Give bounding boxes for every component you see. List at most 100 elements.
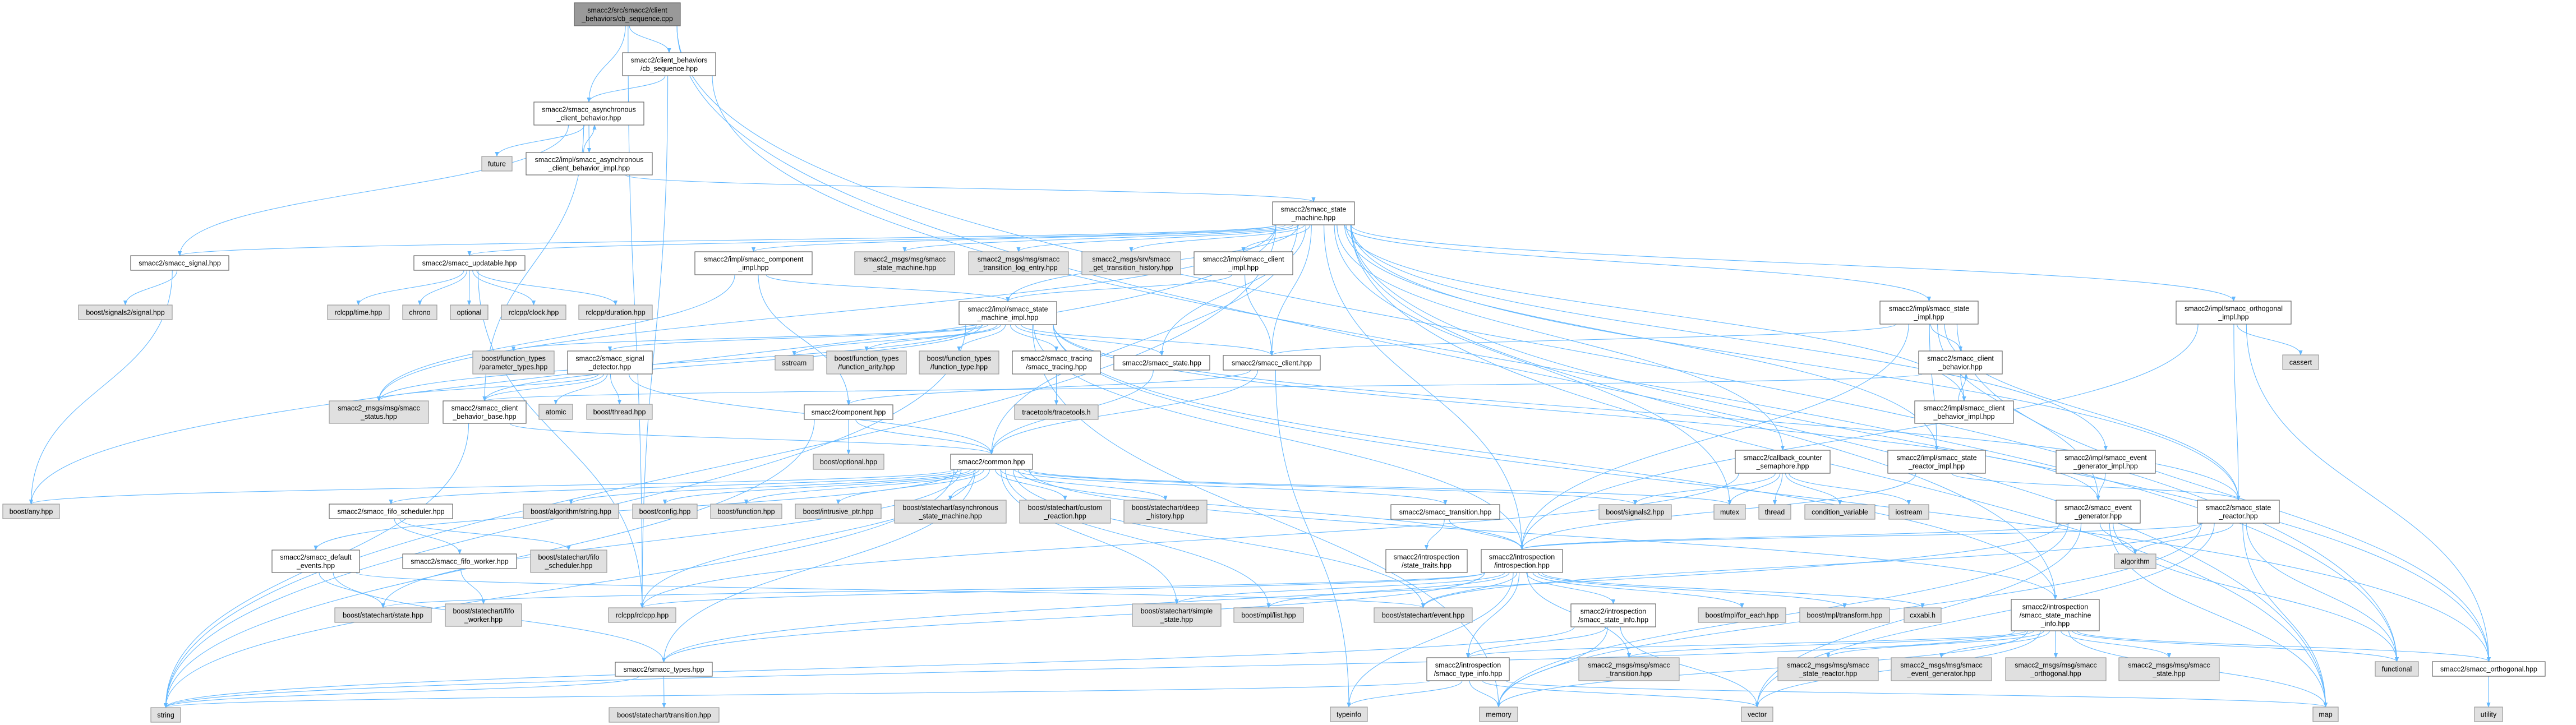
node-cbbase[interactable]: smacc2/smacc_client_behavior_base.hpp (443, 400, 527, 424)
node-smimpl[interactable]: smacc2/impl/smacc_state_machine_impl.hpp (958, 301, 1057, 325)
node-asyncsm[interactable]: boost/statechart/asynchronous_state_mach… (894, 500, 1007, 524)
edge-sminfo-to-msgstate (2061, 630, 2172, 658)
node-stateinfo[interactable]: smacc2/introspection/smacc_state_info.hp… (1570, 603, 1656, 627)
node-customreact[interactable]: boost/statechart/custom_reaction.hpp (1019, 500, 1111, 524)
node-label: _get_transition_history.hpp (1089, 264, 1173, 272)
node-chrono[interactable]: chrono (402, 304, 437, 320)
node-simplestate[interactable]: boost/statechart/simple_state.hpp (1132, 603, 1222, 627)
node-typeinfo[interactable]: typeinfo (1330, 706, 1368, 722)
node-tracing[interactable]: smacc2/smacc_tracing/smacc_tracing.hpp (1012, 350, 1101, 375)
node-msgsreactor[interactable]: smacc2_msgs/msg/smacc_state_reactor.hpp (1777, 657, 1879, 681)
node-evgen[interactable]: smacc2/smacc_event_generator.hpp (2056, 500, 2141, 524)
node-label: boost/optional.hpp (820, 458, 877, 466)
node-scevent[interactable]: boost/statechart/event.hpp (1374, 607, 1473, 623)
node-evgenimpl[interactable]: smacc2/impl/smacc_event_generator_impl.h… (2056, 450, 2156, 474)
node-mutex[interactable]: mutex (1713, 504, 1746, 520)
node-client[interactable]: smacc2/smacc_client.hpp (1223, 355, 1321, 371)
node-clientimpl[interactable]: smacc2/impl/smacc_client_impl.hpp (1193, 251, 1293, 275)
node-cassert[interactable]: cassert (2282, 354, 2319, 370)
node-types[interactable]: smacc2/smacc_types.hpp (615, 662, 713, 677)
node-fifosched[interactable]: smacc2/smacc_fifo_scheduler.hpp (329, 504, 453, 519)
node-cbseq[interactable]: smacc2/client_behaviors/cb_sequence.hpp (622, 52, 716, 76)
node-stateimpl[interactable]: smacc2/impl/smacc_state_impl.hpp (1879, 301, 1979, 325)
node-mpllist[interactable]: boost/mpl/list.hpp (1233, 607, 1304, 623)
node-msgtransition[interactable]: smacc2_msgs/msg/smacc_transition.hpp (1578, 657, 1680, 681)
node-atomic[interactable]: atomic (538, 404, 573, 420)
node-cxxabi[interactable]: cxxabi.h (1904, 607, 1942, 623)
node-state[interactable]: smacc2/smacc_state.hpp (1113, 355, 1210, 371)
node-map[interactable]: map (2312, 706, 2339, 722)
node-label: smacc2/smacc_signal (575, 355, 644, 363)
node-sreactor[interactable]: smacc2/smacc_state_reactor.hpp (2197, 500, 2280, 524)
node-future[interactable]: future (481, 156, 513, 172)
node-intrusive[interactable]: boost/intrusive_ptr.hpp (795, 504, 882, 519)
node-signals2[interactable]: boost/signals2.hpp (1598, 504, 1672, 520)
node-component[interactable]: smacc2/component.hpp (804, 404, 893, 420)
node-deephist[interactable]: boost/statechart/deep_history.hpp (1123, 500, 1208, 524)
node-iostream[interactable]: iostream (1888, 504, 1929, 520)
node-ftype[interactable]: boost/function_types/function_type.hpp (919, 350, 999, 375)
node-async[interactable]: smacc2/smacc_asynchronous_client_behavio… (533, 101, 644, 126)
node-statetraits[interactable]: smacc2/introspection/state_traits.hpp (1385, 549, 1468, 573)
node-sigdetector[interactable]: smacc2/smacc_signal_detector.hpp (567, 350, 653, 375)
node-typeinfohpp[interactable]: smacc2/introspection/smacc_type_info.hpp (1426, 657, 1510, 681)
node-vector[interactable]: vector (1741, 706, 1773, 722)
node-orthogonal[interactable]: smacc2/smacc_orthogonal.hpp (2432, 661, 2546, 677)
node-defevents[interactable]: smacc2/smacc_default_events.hpp (271, 549, 360, 573)
node-rduration[interactable]: rclcpp/duration.hpp (578, 304, 653, 320)
node-farity[interactable]: boost/function_types/function_arity.hpp (826, 350, 907, 375)
node-tracetools[interactable]: tracetools/tracetools.h (1014, 404, 1099, 420)
node-sig2signal[interactable]: boost/signals2/signal.hpp (78, 304, 173, 320)
node-algstring[interactable]: boost/algorithm/string.hpp (523, 504, 619, 519)
node-rclock[interactable]: rclcpp/clock.hpp (501, 304, 566, 320)
node-srimpl[interactable]: smacc2/impl/smacc_state_reactor_impl.hpp (1887, 450, 1986, 474)
node-boptional[interactable]: boost/optional.hpp (813, 454, 884, 470)
node-memory[interactable]: memory (1479, 706, 1518, 722)
node-utility[interactable]: utility (2474, 706, 2503, 722)
node-bthread[interactable]: boost/thread.hpp (586, 404, 653, 420)
node-signal[interactable]: smacc2/smacc_signal.hpp (130, 255, 229, 271)
node-bany[interactable]: boost/any.hpp (2, 504, 60, 519)
node-fifoworker[interactable]: smacc2/smacc_fifo_worker.hpp (402, 553, 517, 569)
node-srvgth[interactable]: smacc2_msgs/srv/smacc_get_transition_his… (1081, 251, 1181, 275)
node-optional[interactable]: optional (450, 304, 489, 320)
node-sstream[interactable]: sstream (775, 355, 814, 371)
node-rtime[interactable]: rclcpp/time.hpp (327, 304, 390, 320)
node-msgsm[interactable]: smacc2_msgs/msg/smacc_state_machine.hpp (854, 251, 955, 275)
node-asyncimpl[interactable]: smacc2/impl/smacc_asynchronous_client_be… (526, 152, 653, 176)
node-algorithm[interactable]: algorithm (2114, 553, 2156, 569)
node-functional[interactable]: functional (2375, 661, 2419, 677)
node-src[interactable]: smacc2/src/smacc2/client_behaviors/cb_se… (574, 2, 681, 26)
node-msgorth[interactable]: smacc2_msgs/msg/smacc_orthogonal.hpp (2005, 657, 2107, 681)
node-msgstate[interactable]: smacc2_msgs/msg/smacc_state.hpp (2118, 657, 2220, 681)
node-scstate[interactable]: boost/statechart/state.hpp (334, 607, 432, 623)
node-scfifoworker[interactable]: boost/statechart/fifo_worker.hpp (445, 603, 522, 627)
node-scfifosched[interactable]: boost/statechart/fifo_scheduler.hpp (530, 549, 607, 573)
node-sctransition[interactable]: boost/statechart/transition.hpp (609, 707, 720, 723)
node-updatable[interactable]: smacc2/smacc_updatable.hpp (413, 255, 526, 271)
node-string[interactable]: string (150, 707, 181, 723)
node-compimpl[interactable]: smacc2/impl/smacc_component_impl.hpp (694, 251, 813, 275)
node-paramtypes[interactable]: boost/function_types/parameter_types.hpp (472, 350, 555, 375)
node-thread[interactable]: thread (1758, 504, 1791, 520)
node-rclcpp[interactable]: rclcpp/rclcpp.hpp (608, 607, 676, 623)
edge-sigdetector-to-bthread (610, 373, 622, 405)
node-clientbeh[interactable]: smacc2/smacc_client_behavior.hpp (1918, 350, 2003, 375)
node-status[interactable]: smacc2_msgs/msg/smacc_status.hpp (329, 400, 429, 424)
node-sminfo[interactable]: smacc2/introspection/smacc_state_machine… (2011, 599, 2100, 631)
node-msgevgen[interactable]: smacc2_msgs/msg/smacc_event_generator.hp… (1891, 657, 1992, 681)
node-transition[interactable]: smacc2/smacc_transition.hpp (1390, 504, 1500, 520)
node-bfunction[interactable]: boost/function.hpp (710, 504, 782, 519)
node-cbsem[interactable]: smacc2/callback_counter_semaphore.hpp (1735, 450, 1831, 474)
node-orthimpl[interactable]: smacc2/impl/smacc_orthogonal_impl.hpp (2176, 301, 2292, 325)
node-common[interactable]: smacc2/common.hpp (950, 454, 1033, 470)
node-foreach[interactable]: boost/mpl/for_each.hpp (1698, 607, 1786, 623)
edge-sigdetector-to-atomic (554, 373, 608, 405)
node-mpltransform[interactable]: boost/mpl/transform.hpp (1799, 607, 1890, 623)
node-introspection[interactable]: smacc2/introspection/introspection.hpp (1481, 549, 1563, 573)
node-msgtle[interactable]: smacc2_msgs/msg/smacc_transition_log_ent… (968, 251, 1069, 275)
node-condvar[interactable]: condition_variable (1804, 504, 1875, 520)
node-clientbehimpl[interactable]: smacc2/impl/smacc_client_behavior_impl.h… (1914, 400, 2014, 424)
node-sm[interactable]: smacc2/smacc_state_machine.hpp (1272, 201, 1355, 225)
node-bconfig[interactable]: boost/config.hpp (632, 504, 698, 519)
